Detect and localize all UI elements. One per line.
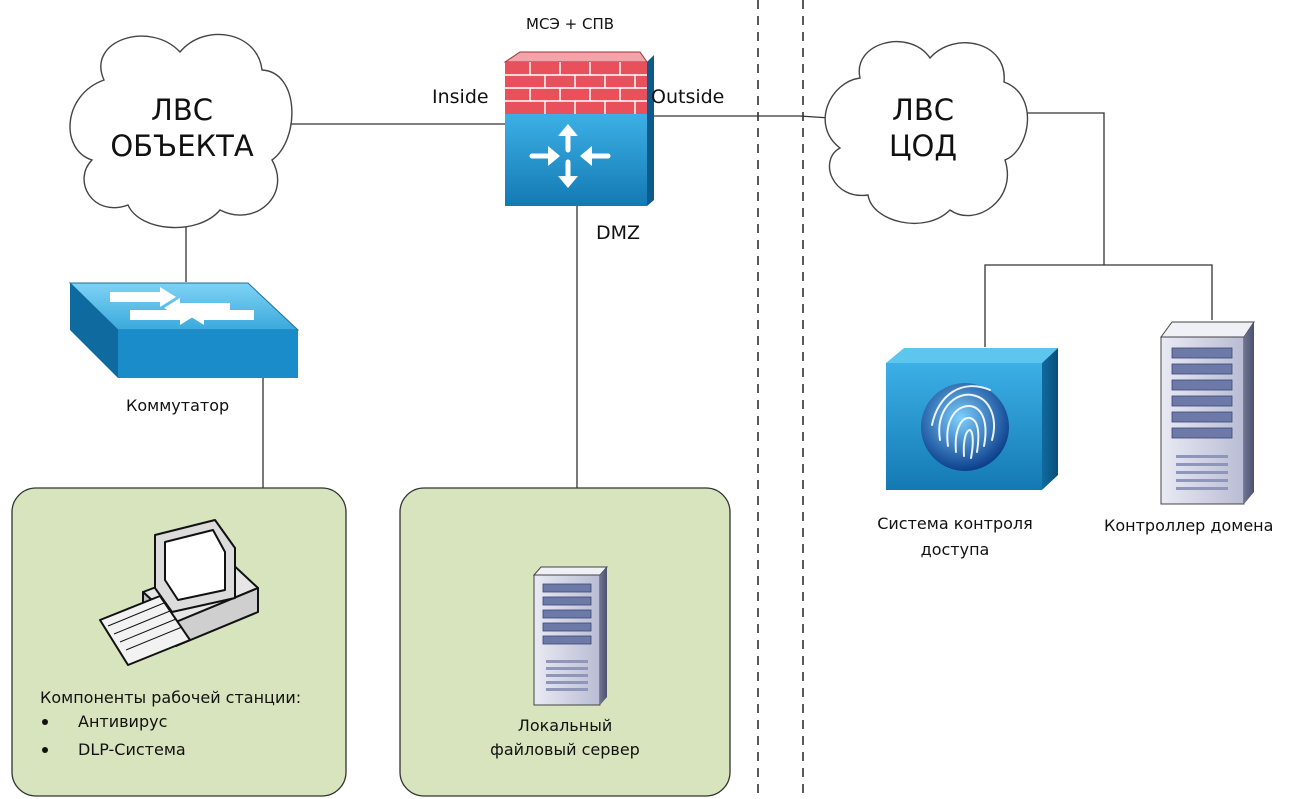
file-server-line1: Локальный bbox=[517, 716, 613, 735]
bullet-dot bbox=[42, 719, 48, 725]
file-server-line2: файловый сервер bbox=[490, 740, 640, 759]
cloud-right-shape bbox=[824, 41, 1029, 225]
switch-label: Коммутатор bbox=[126, 396, 230, 415]
cloud-left-shape bbox=[69, 33, 293, 229]
workstation-item-dlp: DLP-Система bbox=[78, 740, 186, 759]
bullet-dot bbox=[42, 747, 48, 753]
firewall-icon bbox=[503, 51, 654, 206]
access-control-line2: доступа bbox=[920, 540, 990, 559]
workstation-computer-icon bbox=[99, 519, 259, 666]
cloud-left-line2: ОБЪЕКТА bbox=[110, 129, 254, 163]
domain-controller-icon bbox=[1160, 321, 1255, 505]
file-server-label: Локальный файловый сервер bbox=[480, 716, 650, 760]
cloud-left-label: ЛВС ОБЪЕКТА bbox=[92, 92, 272, 164]
connection-lines bbox=[185, 112, 1213, 488]
domain-controller-label: Контроллер домена bbox=[1104, 516, 1274, 535]
access-control-label: Система контроля доступа bbox=[870, 514, 1040, 560]
workstation-heading: Компоненты рабочей станции: bbox=[40, 688, 302, 707]
cloud-right-line1: ЛВС bbox=[892, 93, 954, 127]
cloud-left-line1: ЛВС bbox=[151, 93, 213, 127]
access-control-line1: Система контроля bbox=[877, 514, 1033, 533]
cloud-right-label: ЛВС ЦОД bbox=[858, 92, 988, 164]
inside-label: Inside bbox=[432, 86, 489, 108]
access-control-icon bbox=[886, 348, 1058, 490]
firewall-label: МСЭ + СПВ bbox=[526, 15, 615, 33]
outside-label: Outside bbox=[651, 86, 725, 108]
workstation-item-antivirus: Антивирус bbox=[78, 712, 168, 731]
dmz-label: DMZ bbox=[596, 222, 641, 244]
switch-icon bbox=[68, 282, 300, 378]
file-server-icon bbox=[532, 566, 609, 706]
cloud-right-line2: ЦОД bbox=[889, 129, 957, 163]
